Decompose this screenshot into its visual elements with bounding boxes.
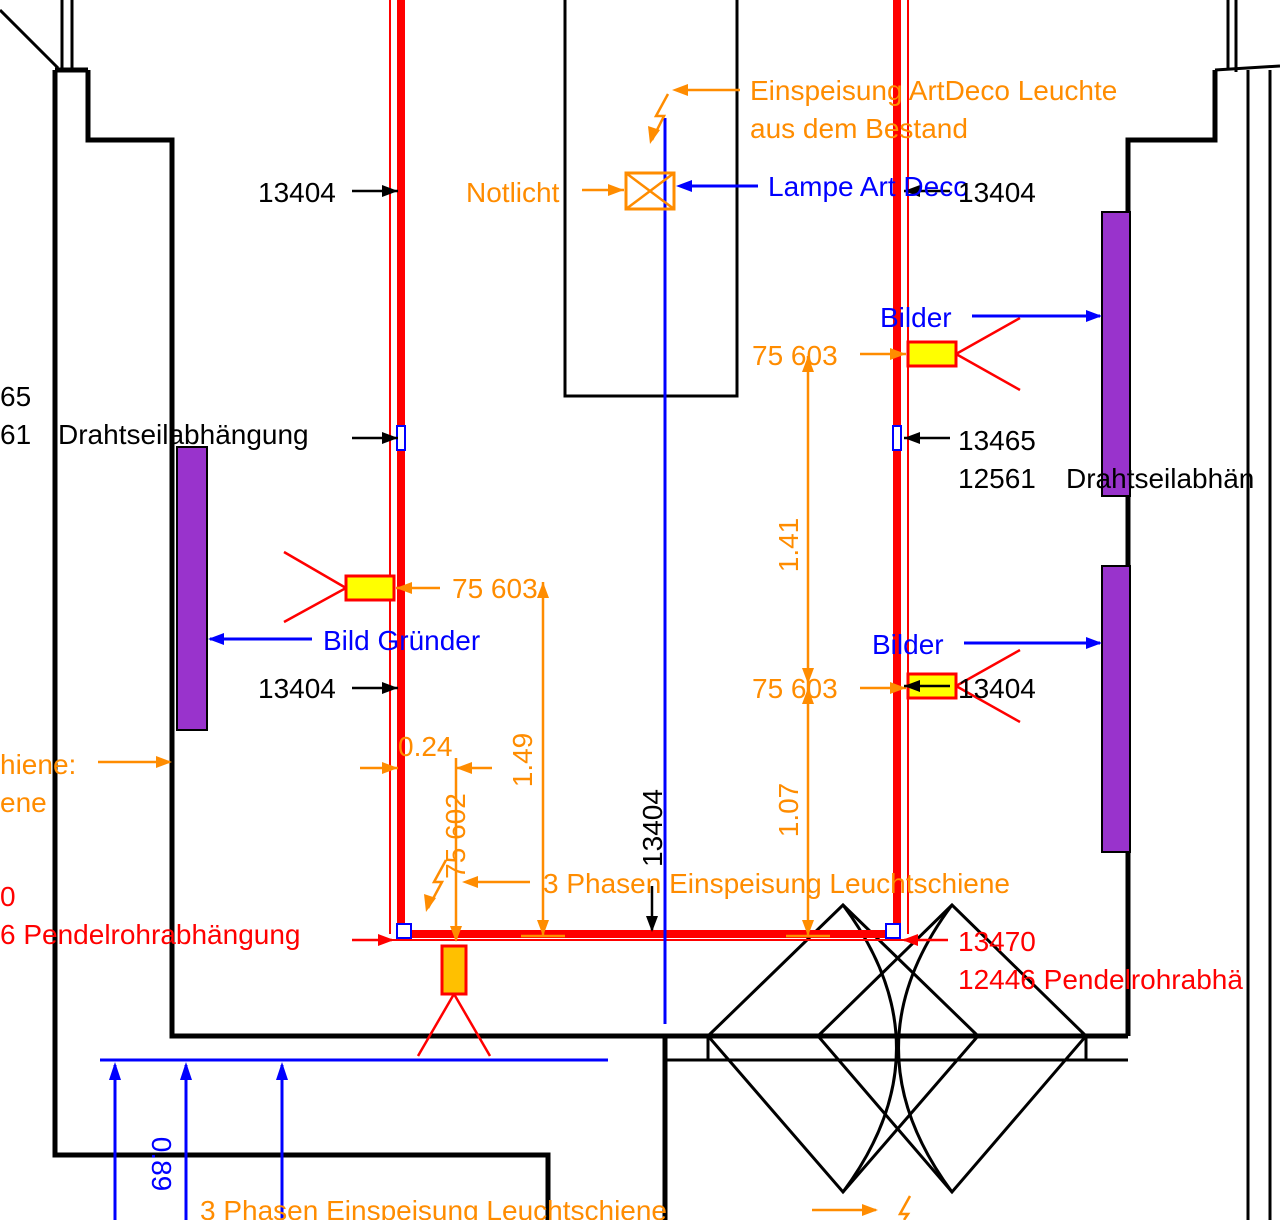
label-lamp-75603-top-right: 75 603 (752, 340, 838, 371)
object-leaders (208, 180, 1102, 649)
pendel-right-text: 12446 Pendelrohrabhä (958, 964, 1243, 995)
drahtseil-left-code2: 61 (0, 419, 31, 450)
pendel-leaders (352, 934, 948, 946)
label-einspeisung-artdeco-2: aus dem Bestand (750, 113, 968, 144)
labels: Einspeisung ArtDeco Leuchte aus dem Best… (0, 75, 1254, 1220)
lamp-75603-top-right (906, 340, 958, 368)
drahtseil-left-code1: 65 (0, 381, 31, 412)
label-schiene-left-1: hiene: (0, 749, 76, 780)
label-schiene-left-2: ene (0, 787, 47, 818)
drahtseil-right-code1: 13465 (958, 425, 1036, 456)
label-bilder-top: Bilder (880, 302, 952, 333)
label-lamp-75602: 75 602 (440, 793, 471, 879)
label-einspeisung-artdeco-1: Einspeisung ArtDeco Leuchte (750, 75, 1117, 106)
label-lamp-75603-left: 75 603 (452, 573, 538, 604)
label-3phasen-einspeisung-bottom: 3 Phasen Einspeisung Leuchtschiene (200, 1195, 667, 1220)
lamp-75603-left (344, 574, 396, 602)
dimension-lines (98, 84, 912, 1220)
picture-gruender (176, 446, 208, 731)
label-lamp-75603-bottom-right: 75 603 (752, 673, 838, 704)
code-13404-vertical: 13404 (637, 789, 668, 867)
picture-right-top (1101, 211, 1131, 497)
drahtseil-right-code2: 12561 (958, 463, 1036, 494)
code-13404-mid-right: 13404 (958, 673, 1036, 704)
label-3phasen-einspeisung: 3 Phasen Einspeisung Leuchtschiene (543, 868, 1010, 899)
pendel-right-code: 13470 (958, 926, 1036, 957)
dim-149: 1.49 (507, 733, 538, 788)
pendel-left-code: 0 (0, 881, 16, 912)
picture-frames (176, 211, 1131, 853)
dim-024: 0.24 (398, 731, 453, 762)
drahtseil-right-text: Drahtseilabhän (1066, 463, 1254, 494)
light-track-rails (389, 0, 909, 941)
code-leaders (352, 185, 950, 932)
label-bild-gruender: Bild Gründer (323, 625, 480, 656)
lamp-75602 (440, 944, 468, 996)
blue-axis-lines (100, 118, 667, 1220)
label-lampe-art-deco: Lampe Art Deco (768, 171, 969, 202)
label-bilder-bottom: Bilder (872, 629, 944, 660)
dim-089: 0.89 (146, 1137, 177, 1192)
label-notlicht: Notlicht (466, 177, 560, 208)
code-13404-top-left: 13404 (258, 177, 336, 208)
dim-141: 1.41 (773, 518, 804, 573)
code-13404-top-right: 13404 (958, 177, 1036, 208)
pendel-left-text: 6 Pendelrohrabhängung (0, 919, 300, 950)
drahtseil-left-text: Drahtseilabhängung (58, 419, 309, 450)
lamps (283, 171, 1021, 1057)
code-13404-mid-left: 13404 (258, 673, 336, 704)
dim-107: 1.07 (773, 783, 804, 838)
picture-right-bottom (1101, 565, 1131, 853)
